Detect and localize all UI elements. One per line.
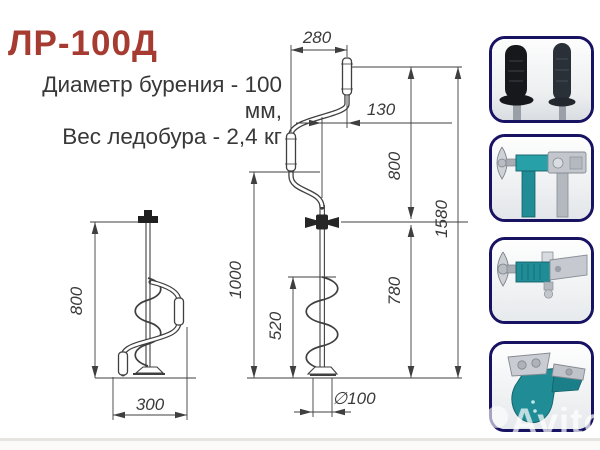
inset-rubber-handles: [489, 36, 594, 123]
folded-top-cap: [138, 210, 158, 223]
dim-shaft-length: 1000: [226, 261, 245, 299]
bottom-margin: [0, 441, 600, 450]
lock-channel-icon: [515, 251, 588, 299]
assembled-extension-lines: [249, 45, 468, 417]
handle-clamp-photo: [492, 137, 591, 219]
lock-joint: [305, 214, 339, 230]
assembled-dimension-lines: [250, 46, 462, 416]
dim-lower-section: 780: [385, 276, 404, 305]
folded-auger-drawing: [95, 210, 196, 379]
inset-folding-lock: [489, 237, 594, 324]
inset-blade-head: [489, 341, 594, 432]
right-handle-icon: [548, 43, 576, 120]
folded-dimensions: [90, 221, 188, 420]
folded-spiral: [134, 277, 162, 367]
spec-text: Диаметр бурения - 100 мм, Вес ледобура -…: [0, 72, 282, 150]
inset-handle-clamp: [489, 134, 594, 222]
dim-handle-offset: 130: [367, 100, 396, 119]
left-handle-icon: [499, 45, 534, 120]
blade-head-body-icon: [511, 367, 583, 424]
clamp-bar-icon: [515, 151, 587, 218]
wing-nut-icon: [496, 146, 517, 180]
folding-lock-photo: [492, 240, 591, 321]
dim-crank-width: 280: [302, 28, 332, 47]
spec-diameter: Диаметр бурения - 100 мм,: [42, 72, 282, 123]
dim-auger-length: 520: [266, 311, 285, 340]
bottom-divider: [0, 438, 600, 441]
blade-icon: [507, 352, 586, 381]
dim-upper-section: 800: [385, 151, 404, 180]
rubber-handles-photo: [492, 39, 591, 120]
dim-bore-diameter: ∅100: [332, 389, 376, 408]
wing-nut-icon: [497, 251, 517, 287]
dim-folded-height: 800: [67, 286, 86, 315]
assembled-spiral: [305, 276, 339, 370]
dim-folded-width: 300: [136, 395, 165, 414]
dim-total-length: 1580: [432, 200, 451, 238]
spec-weight: Вес ледобура - 2,4 кг: [62, 124, 282, 149]
assembled-auger-drawing: [247, 57, 462, 379]
product-title: ЛР-100Д: [8, 24, 158, 63]
blade-head-photo: [492, 344, 591, 429]
